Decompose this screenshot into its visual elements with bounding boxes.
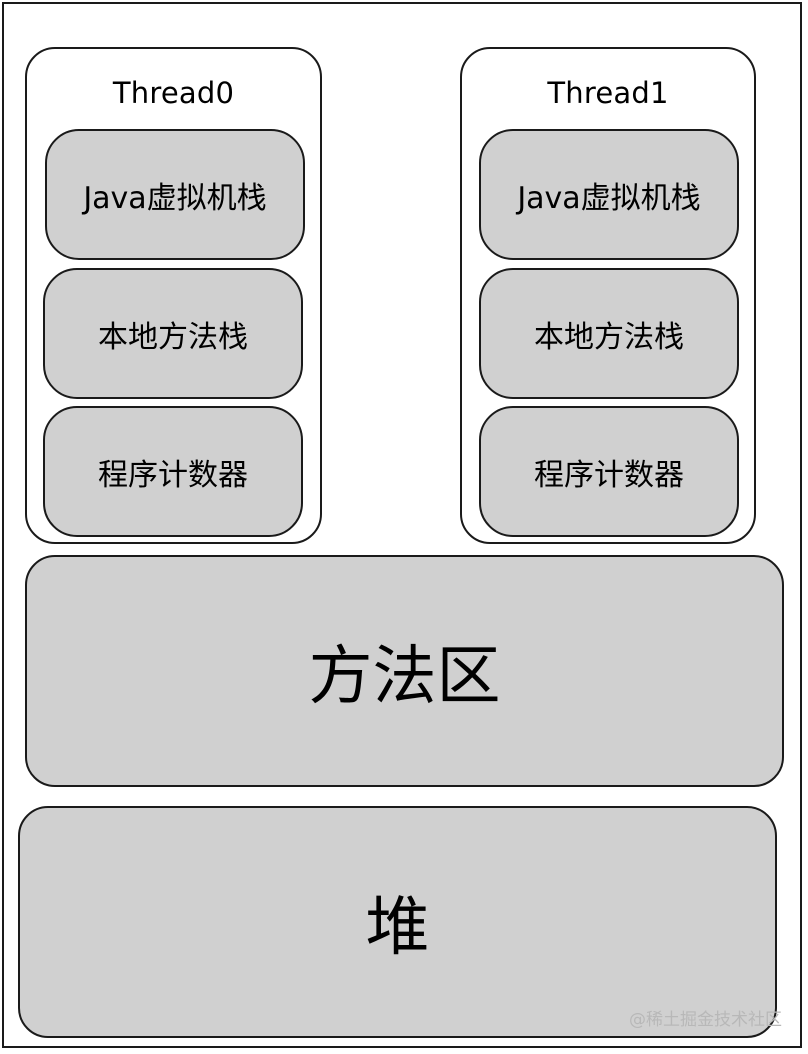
thread-0-title: Thread0 [112,76,235,110]
thread-1-program-counter: 程序计数器 [479,406,739,537]
method-area: 方法区 [25,555,784,787]
thread-1-title: Thread1 [547,76,669,110]
thread-0-jvm-stack: Java虚拟机栈 [45,129,305,260]
thread-0-container: Thread0 Java虚拟机栈 本地方法栈 程序计数器 [25,47,322,544]
thread-0-program-counter: 程序计数器 [43,406,303,537]
thread-0-native-method-stack: 本地方法栈 [43,268,303,399]
watermark: @稀土掘金技术社区 [629,1010,782,1030]
thread-1-jvm-stack: Java虚拟机栈 [479,129,739,260]
heap: 堆 [18,806,777,1038]
thread-1-native-method-stack: 本地方法栈 [479,268,739,399]
thread-1-container: Thread1 Java虚拟机栈 本地方法栈 程序计数器 [460,47,756,544]
